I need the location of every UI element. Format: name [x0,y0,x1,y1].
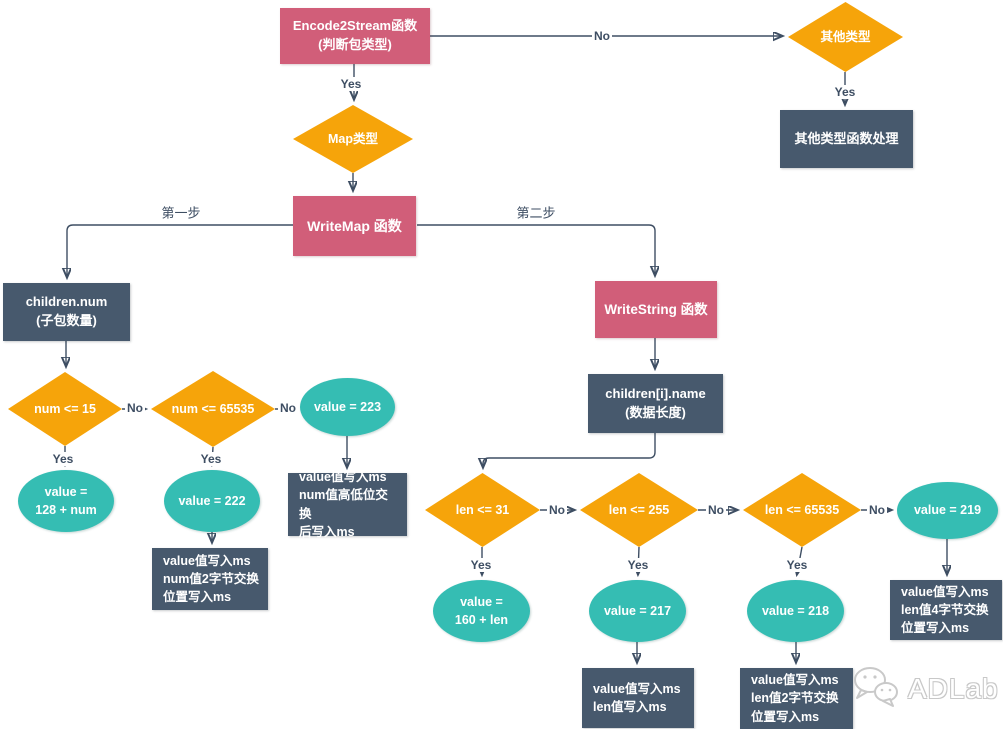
adlab-watermark: ADLab [850,666,1000,712]
edge-label-no-len255: No [706,503,726,517]
edge-label-step1: 第一步 [161,205,201,221]
edge-childrenname-len31 [483,433,656,467]
edge-label-no-len31: No [547,503,567,517]
wechat-icon [850,664,902,715]
edge-label-no-num15: No [125,401,145,415]
edge-label-yes-num65535: Yes [198,452,224,466]
node-value-217: value = 217 [589,580,686,642]
edge-label-yes-len65535: Yes [784,558,810,572]
node-write-ms-num-swap: value值写入ms num值高低位交换 后写入ms [288,470,407,539]
node-writestring: WriteString 函数 [595,281,717,338]
node-writemap: WriteMap 函数 [293,196,416,256]
edge-writemap-childrennum [67,224,293,277]
edge-label-yes-encode: Yes [338,77,364,91]
node-children-name: children[i].name (数据长度) [588,374,723,433]
node-write-ms-len-2byte: value值写入ms len值2字节交换 位置写入ms [740,668,853,729]
edge-label-no-num65535: No [278,401,298,415]
edge-label-yes-len31: Yes [468,558,494,572]
node-write-ms-len-4byte: value值写入ms len值4字节交换 位置写入ms [890,580,1002,640]
adlab-logo-text: ADLab [908,673,999,704]
edge-label-no-len65535: No [867,503,887,517]
edge-label-yes-other: Yes [832,85,858,99]
node-value-223: value = 223 [300,378,395,436]
edge-label-yes-len255: Yes [625,558,651,572]
node-write-ms-num-2byte: value值写入ms num值2字节交换 位置写入ms [152,548,268,610]
node-children-num: children.num (子包数量) [3,283,130,341]
edge-label-yes-num15: Yes [50,452,76,466]
node-write-ms-len: value值写入ms len值写入ms [582,668,694,728]
node-encode2stream: Encode2Stream函数 (判断包类型) [280,8,430,64]
node-value-160-plus-len: value = 160 + len [433,580,530,642]
node-value-219: value = 219 [897,482,998,539]
edge-label-no-encode: No [592,29,612,43]
node-value-218: value = 218 [747,580,844,642]
edge-label-step2: 第二步 [516,205,556,221]
edge-writemap-writestring [417,224,655,275]
node-value-128-plus-num: value = 128 + num [18,470,114,532]
node-other-type-handler: 其他类型函数处理 [780,110,913,168]
node-value-222: value = 222 [164,470,260,532]
